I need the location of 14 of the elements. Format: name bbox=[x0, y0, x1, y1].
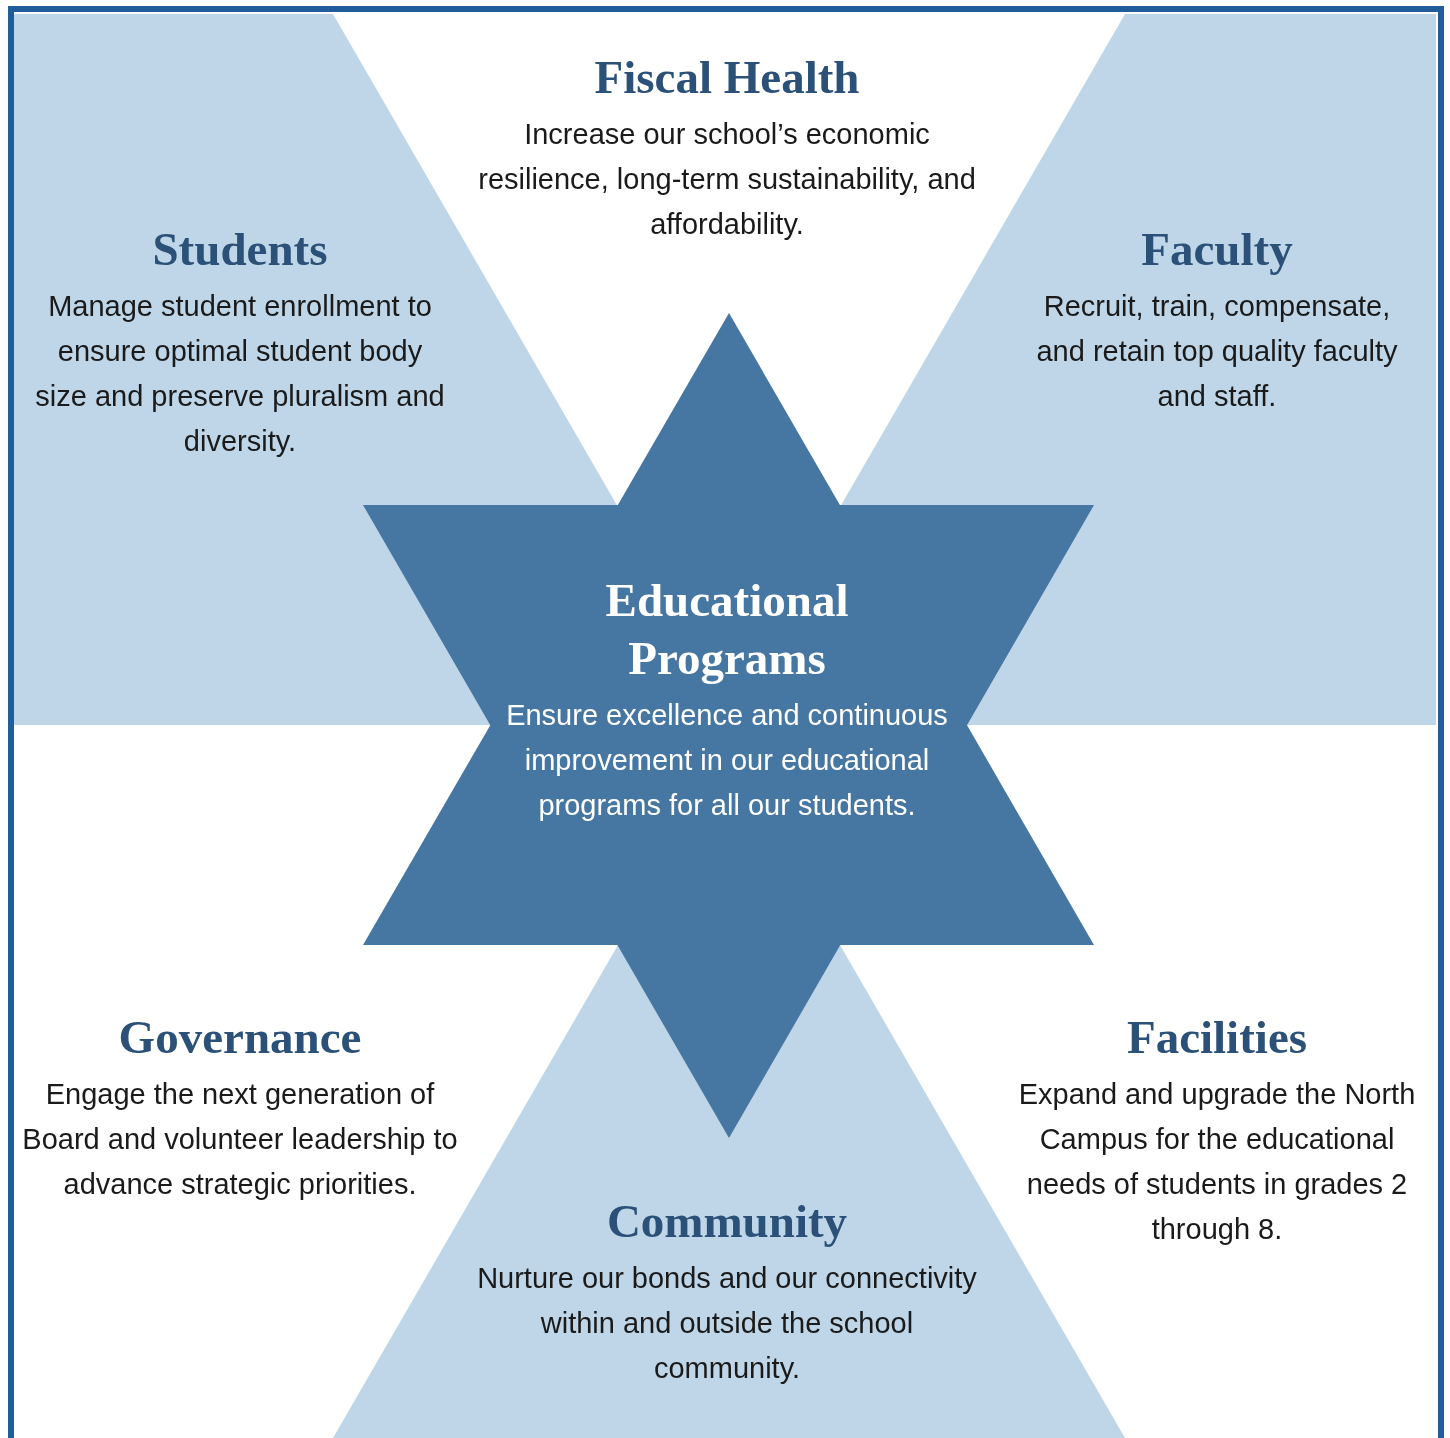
description: Recruit, train, compensate, and retain top quality faculty and staff. bbox=[1035, 289, 1399, 414]
heading: Faculty bbox=[1140, 222, 1294, 277]
heading: Fiscal Health bbox=[593, 50, 861, 105]
description: Expand and upgrade the North Campus for the educational needs of students in grades 2 through 8. bbox=[1017, 1077, 1417, 1247]
heading: Educational Programs bbox=[604, 573, 850, 686]
heading: Community bbox=[605, 1194, 849, 1249]
description: Manage student enrollment to ensure optimal student body size and preserve pluralism and diversity. bbox=[34, 289, 446, 459]
description: Ensure excellence and continuous improvement in our educational programs for all our students. bbox=[505, 698, 949, 823]
heading: Governance bbox=[117, 1010, 363, 1065]
description: Engage the next generation of Board and volunteer leadership to advance strategic priorities. bbox=[21, 1077, 459, 1202]
heading: Students bbox=[151, 222, 329, 277]
heading: Facilities bbox=[1125, 1010, 1309, 1065]
description: Nurture our bonds and our connectivity within and outside the school community. bbox=[477, 1261, 977, 1386]
description: Increase our school’s economic resilience, long-term sustainability, and affordability. bbox=[477, 117, 977, 242]
